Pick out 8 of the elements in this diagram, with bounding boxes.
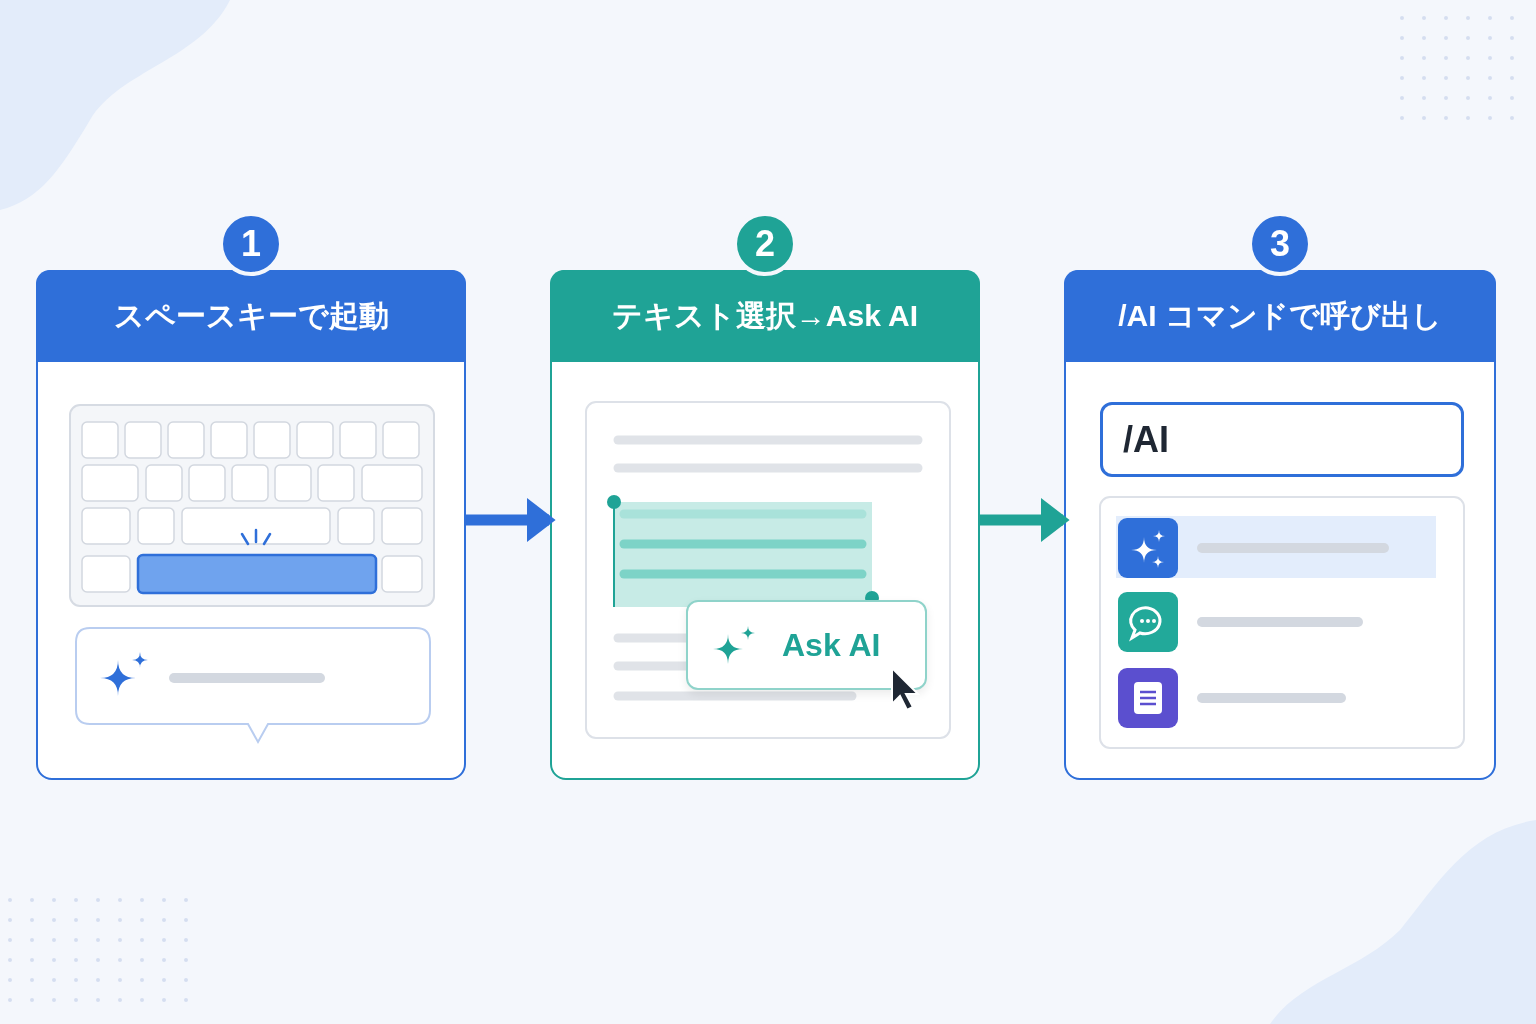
step-title: スペースキーで起動 bbox=[36, 270, 466, 362]
command-input-field: /AI bbox=[1100, 402, 1464, 477]
arrow bbox=[980, 498, 1070, 542]
ask-ai-button bbox=[686, 600, 927, 690]
arrow bbox=[466, 498, 556, 542]
step-title: /AI コマンドで呼び出し bbox=[1064, 270, 1496, 362]
button-label: Ask AI bbox=[782, 626, 881, 664]
step-title: テキスト選択→Ask AI bbox=[550, 270, 980, 362]
